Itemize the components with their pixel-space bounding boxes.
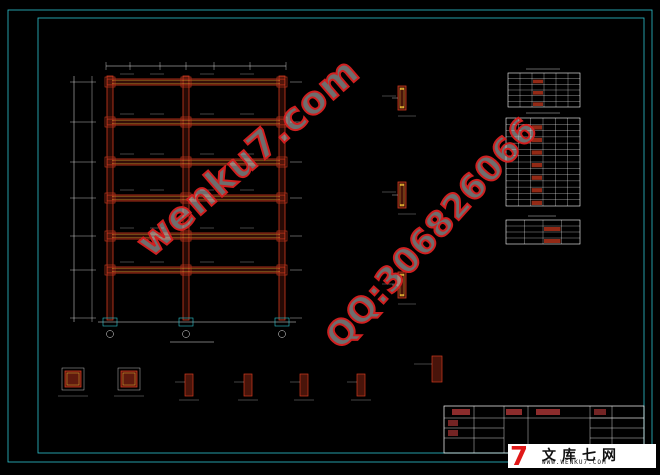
frame-beam xyxy=(106,118,286,126)
rebar-dot xyxy=(400,274,402,276)
rebar-dot xyxy=(402,184,404,186)
table-2-hl xyxy=(531,200,542,205)
joint-marker xyxy=(276,264,288,276)
rebar-dot xyxy=(402,274,404,276)
beam-section-bottom-2 xyxy=(243,373,253,397)
column-section-b-outline xyxy=(117,367,141,391)
joint-marker xyxy=(180,116,192,128)
tb-red-text-5 xyxy=(448,430,458,436)
tb-red-text-6 xyxy=(594,409,606,415)
joint-marker xyxy=(104,192,116,204)
beam-section-1-stirrup xyxy=(399,87,405,109)
beam-section-bottom-5 xyxy=(431,355,443,383)
frame-beam xyxy=(106,194,286,202)
rebar-dot xyxy=(402,88,404,90)
column-section-a-outline xyxy=(61,367,85,391)
rebar-dot xyxy=(402,294,404,296)
site-logo: 7 文库七网 WWW.WENKU7.COM xyxy=(508,442,656,472)
beam-section-2-stirrup xyxy=(399,183,405,207)
joint-marker xyxy=(104,230,116,242)
table-2-hl xyxy=(531,188,542,193)
joint-marker xyxy=(276,116,288,128)
rebar-dot xyxy=(400,88,402,90)
table-3-hl xyxy=(544,227,561,231)
rebar-dot xyxy=(402,204,404,206)
beam-section-1 xyxy=(397,85,407,111)
joint-marker xyxy=(180,76,192,88)
joint-marker xyxy=(104,116,116,128)
rebar-dot xyxy=(400,106,402,108)
joint-marker xyxy=(180,192,192,204)
rebar-dot xyxy=(400,204,402,206)
footing xyxy=(102,317,118,327)
table-3-hl xyxy=(544,239,561,243)
joint-marker xyxy=(104,76,116,88)
table-1-hl xyxy=(533,79,543,84)
joint-marker xyxy=(276,192,288,204)
rebar-dot xyxy=(402,106,404,108)
axis-bubble xyxy=(106,330,114,338)
axis-bubble xyxy=(278,330,286,338)
tb-red-text-1 xyxy=(536,409,560,415)
joint-marker xyxy=(104,156,116,168)
column-section-a-stirrup xyxy=(66,372,80,386)
frame-beam xyxy=(106,78,286,86)
frame-beam xyxy=(106,232,286,240)
logo-url: WWW.WENKU7.COM xyxy=(542,459,607,466)
joint-marker xyxy=(180,156,192,168)
table-2-hl xyxy=(531,150,542,155)
tb-red-text-2 xyxy=(506,409,522,415)
table-2-hl xyxy=(531,175,542,180)
footing xyxy=(178,317,194,327)
logo-name: 文库七网 xyxy=(542,448,622,464)
frame-beam xyxy=(106,266,286,274)
rebar-dot xyxy=(400,294,402,296)
tb-red-text-4 xyxy=(448,420,458,426)
table-2-hl xyxy=(531,163,542,168)
table-2-hl xyxy=(531,125,542,130)
beam-section-3-stirrup xyxy=(399,273,405,297)
joint-marker xyxy=(104,264,116,276)
joint-marker xyxy=(180,230,192,242)
logo-seven: 7 xyxy=(510,442,529,472)
joint-marker xyxy=(180,264,192,276)
beam-section-2 xyxy=(397,181,407,209)
column-section-b xyxy=(120,370,138,388)
footing xyxy=(274,317,290,327)
column-section-b-stirrup xyxy=(122,372,136,386)
rebar-dot xyxy=(400,184,402,186)
table-2-hl xyxy=(531,137,542,143)
sheet-inner-border xyxy=(37,17,645,454)
table-1-hl xyxy=(533,91,543,95)
frame-beam xyxy=(106,158,286,166)
joint-marker xyxy=(276,76,288,88)
beam-section-bottom-4 xyxy=(356,373,366,397)
table-1-hl xyxy=(533,102,543,106)
joint-marker xyxy=(276,156,288,168)
column-section-a xyxy=(64,370,82,388)
frame-column xyxy=(182,75,190,321)
beam-section-bottom-3 xyxy=(299,373,309,397)
sheet-outer-border xyxy=(7,9,653,463)
tb-red-text-3 xyxy=(452,409,470,415)
axis-bubble xyxy=(182,330,190,338)
joint-marker xyxy=(276,230,288,242)
beam-section-bottom-1 xyxy=(184,373,194,397)
